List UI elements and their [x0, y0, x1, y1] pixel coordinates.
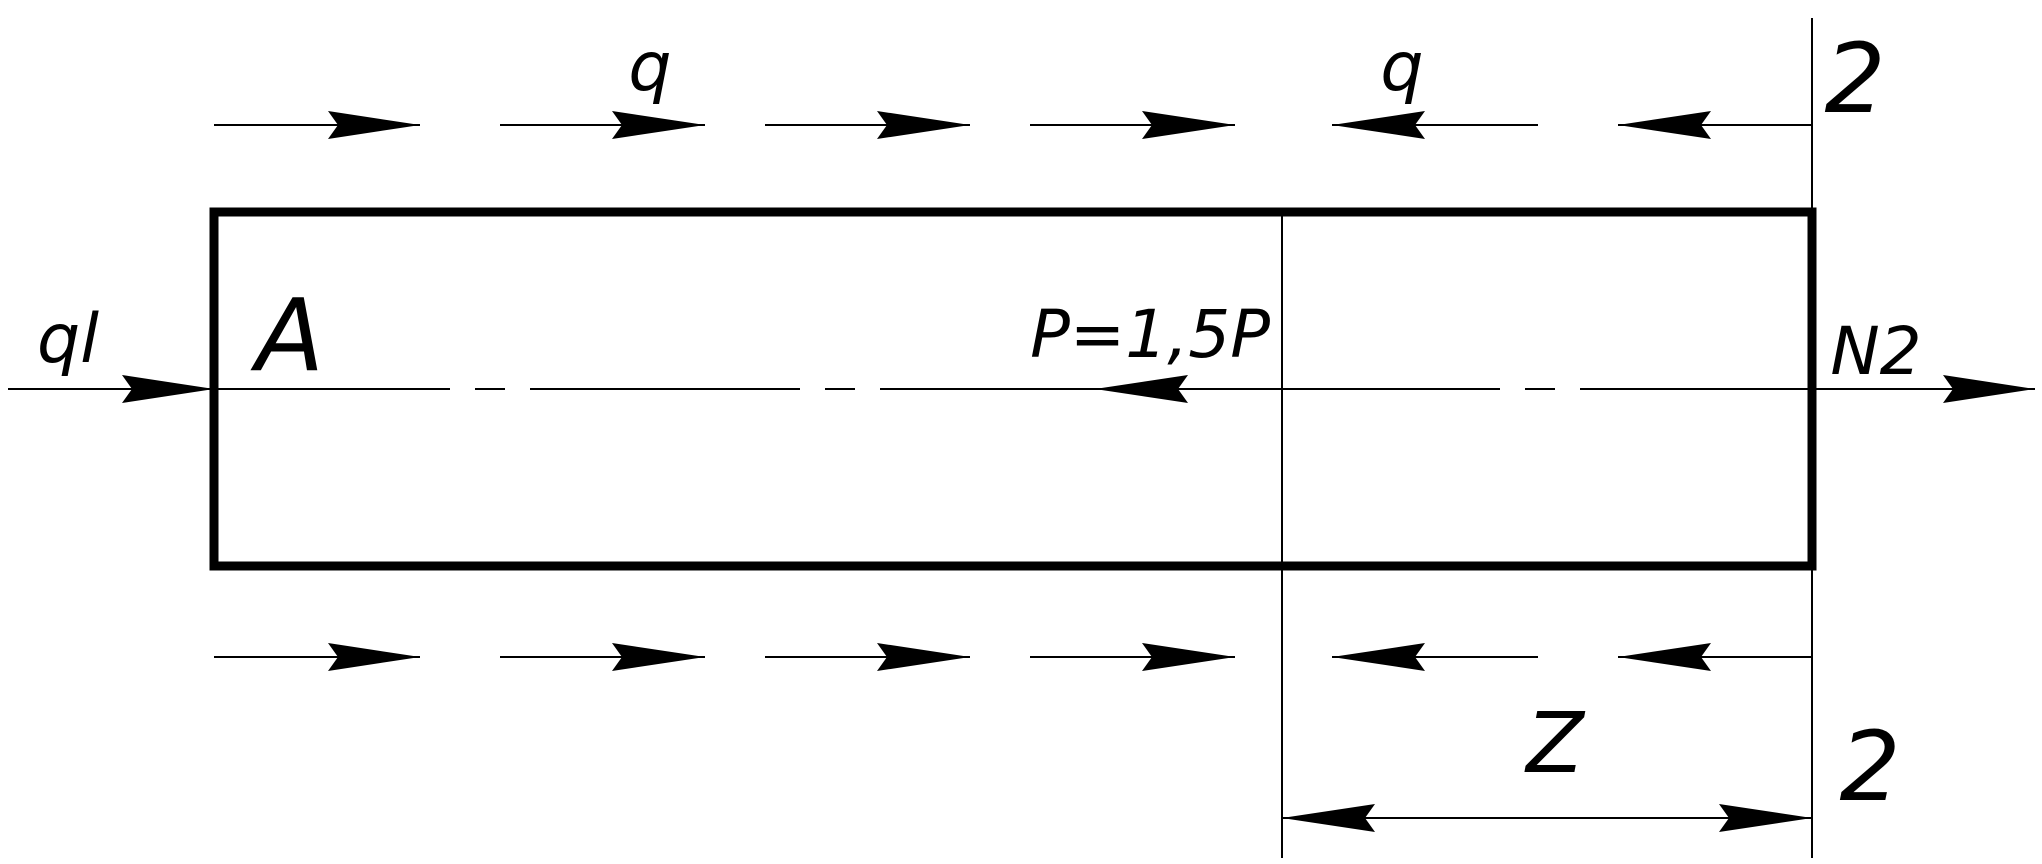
top-load-arrows-left — [1332, 111, 1812, 139]
label-ql: ql — [37, 300, 99, 379]
label-n2: N2 — [1830, 313, 1921, 390]
top-load-arrows-right — [214, 111, 1235, 139]
n2-force-arrow — [1812, 375, 2035, 403]
ql-load-arrow — [8, 375, 214, 403]
dimension-z-line — [1282, 804, 1812, 832]
label-q-left: q — [628, 28, 671, 107]
bottom-load-arrows-right — [214, 643, 1235, 671]
label-force-p: P=1,5P — [1030, 296, 1270, 373]
label-dimension-z: Z — [1524, 694, 1586, 792]
bottom-load-arrows-left — [1332, 643, 1812, 671]
label-section-top: 2 — [1824, 23, 1885, 135]
label-point-a: A — [250, 277, 324, 394]
label-section-bottom: 2 — [1839, 711, 1900, 823]
force-p-arrow — [1095, 375, 1188, 403]
label-q-right: q — [1380, 28, 1423, 107]
